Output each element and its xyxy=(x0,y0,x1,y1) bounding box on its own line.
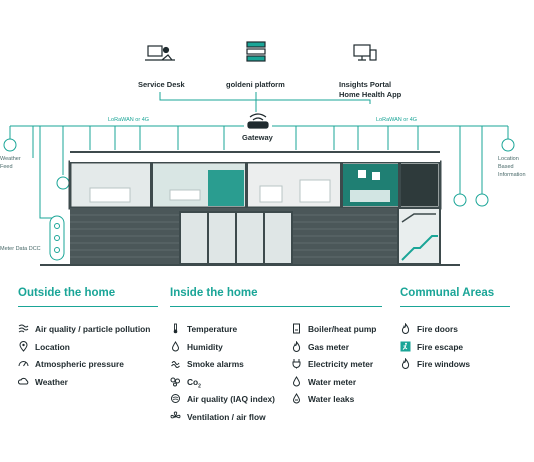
weather-feed-label: Weather xyxy=(0,156,21,162)
service-desk-label: Service Desk xyxy=(138,80,185,89)
portal-label: Insights Portal xyxy=(339,80,392,89)
wind-icon xyxy=(56,176,70,190)
inside-item-air-quality: Air quality (IAQ index) xyxy=(187,394,275,404)
thermometer-icon xyxy=(173,323,178,334)
inside-item-boiler: Boiler/heat pump xyxy=(308,324,377,334)
gauge-icon xyxy=(18,361,29,367)
smoke-alarm-icon xyxy=(171,361,180,368)
outside-title: Outside the home xyxy=(18,287,116,299)
communal-title: Communal Areas xyxy=(400,287,495,299)
plug-icon xyxy=(292,359,301,369)
fire-escape-icon xyxy=(400,341,411,352)
location-label-line2: Based xyxy=(498,164,514,170)
communal-item-fire-windows: Fire windows xyxy=(417,359,471,369)
inside-item-ventilation: Ventilation / air flow xyxy=(187,412,266,422)
outside-divider xyxy=(18,306,158,307)
inside-item-temperature: Temperature xyxy=(187,324,238,334)
inside-item-water-leaks: Water leaks xyxy=(308,394,355,404)
outside-item-location: Location xyxy=(35,342,70,352)
inside-item-gas: Gas meter xyxy=(308,342,349,352)
fan-icon xyxy=(170,411,181,419)
inside-item-water-meter: Water meter xyxy=(308,377,357,387)
outside-item-weather: Weather xyxy=(35,377,68,387)
communal-item-fire-doors: Fire doors xyxy=(417,324,458,334)
communal-item-fire-escape: Fire escape xyxy=(417,342,464,352)
location-label: Location xyxy=(498,156,519,162)
inside-item-electricity: Electricity meter xyxy=(308,359,374,369)
network-right-label: LoRaWAN or 4G xyxy=(376,117,418,123)
meter-data-label: Meter Data DCC xyxy=(0,246,41,252)
inside-title: Inside the home xyxy=(170,287,258,299)
network-left-label: LoRaWAN or 4G xyxy=(108,117,150,123)
inside-item-smoke: Smoke alarms xyxy=(187,359,244,369)
air-quality-icon xyxy=(171,394,180,403)
portal-label-line2: Home Health App xyxy=(339,90,402,99)
meter-icon xyxy=(49,215,65,261)
water-drop-icon xyxy=(292,376,301,387)
devices-icon xyxy=(353,44,377,61)
outside-item-air-quality: Air quality / particle pollution xyxy=(35,324,151,334)
service-desk-icon xyxy=(145,45,175,61)
gateway-icon xyxy=(247,113,269,129)
connectivity-diagram xyxy=(3,41,515,266)
wind-icon xyxy=(18,324,29,333)
weather-icon xyxy=(3,138,17,152)
inside-item-co2: Co2 xyxy=(187,377,201,390)
outside-item-pressure: Atmospheric pressure xyxy=(35,359,124,369)
inside-item-humidity: Humidity xyxy=(187,342,223,352)
cloud-icon xyxy=(18,377,29,385)
location-pin-icon xyxy=(19,341,28,352)
platform-label: goldeni platform xyxy=(226,80,285,89)
server-icon xyxy=(246,41,266,62)
location-icon xyxy=(501,138,515,152)
droplet-icon xyxy=(171,341,180,352)
gateway-label: Gateway xyxy=(242,133,273,142)
fire-icon xyxy=(401,323,410,334)
communal-divider xyxy=(400,306,510,307)
inside-divider xyxy=(170,306,382,307)
flame-icon xyxy=(292,341,301,352)
boiler-icon xyxy=(293,323,300,334)
weather-feed-label-line2: Feed xyxy=(0,164,13,170)
location-label-line3: Information xyxy=(498,172,526,178)
connection-lines xyxy=(9,92,509,219)
leak-icon xyxy=(292,393,301,404)
co2-icon xyxy=(170,377,180,387)
fire-window-icon xyxy=(401,358,410,369)
house-illustration xyxy=(40,150,460,266)
